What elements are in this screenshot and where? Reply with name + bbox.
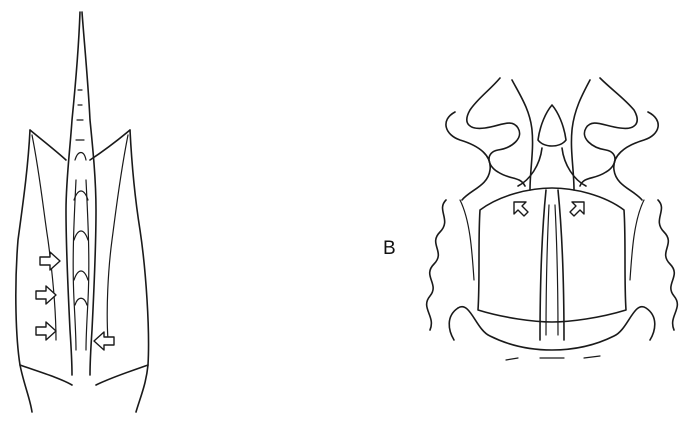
panel-b-base-mark <box>506 358 518 360</box>
panel-a-drawing <box>16 12 149 412</box>
panel-a-segment <box>75 153 86 161</box>
panel-b-appendage-left-2 <box>512 80 533 190</box>
panel-b-groove-right <box>558 190 564 340</box>
panel-b-base-mark <box>584 356 600 358</box>
panel-b-groove-left <box>540 190 546 340</box>
panel-a-spine <box>66 12 80 375</box>
panel-b-side-left-inner <box>460 200 474 280</box>
panel-a-outline-left <box>16 130 32 412</box>
panel-a-channel-right <box>86 180 89 350</box>
panel-b-side-left <box>427 200 446 330</box>
panel-b-groove-inner-left <box>546 205 549 335</box>
outline-arrow-icon <box>514 202 528 216</box>
panel-a-fold-right <box>107 135 128 340</box>
outline-arrow-icon <box>94 332 114 350</box>
panel-a-bottom-right <box>96 365 148 385</box>
panel-b-head <box>538 105 566 146</box>
outline-arrow-icon <box>570 202 584 216</box>
panel-b-appendage-right <box>580 78 637 186</box>
panel-b-side-right-inner <box>630 200 644 280</box>
outline-arrow-icon <box>36 322 56 340</box>
panel-a-bottom-left <box>20 365 72 385</box>
panel-a-channel-left <box>73 180 76 350</box>
panel-a-segment <box>75 298 87 305</box>
outline-arrow-icon <box>40 252 60 270</box>
panel-b-groove-inner-right <box>555 205 558 335</box>
panel-a-fold-left <box>32 135 56 340</box>
panel-b-appendage-left <box>467 78 525 186</box>
panel-b-appendage-right-2 <box>571 80 590 190</box>
panel-b-label: B <box>383 239 396 258</box>
panel-b-neck <box>518 148 586 186</box>
panel-b-base-left-lobe <box>449 308 458 340</box>
panel-b-plate <box>478 188 626 322</box>
panel-b-drawing <box>427 78 678 360</box>
panel-a-segment <box>74 191 88 200</box>
panel-a-segment <box>74 271 88 280</box>
panel-a-spine-right <box>82 12 96 375</box>
panel-a-segment <box>74 231 88 240</box>
panel-b-side-right <box>658 200 677 330</box>
